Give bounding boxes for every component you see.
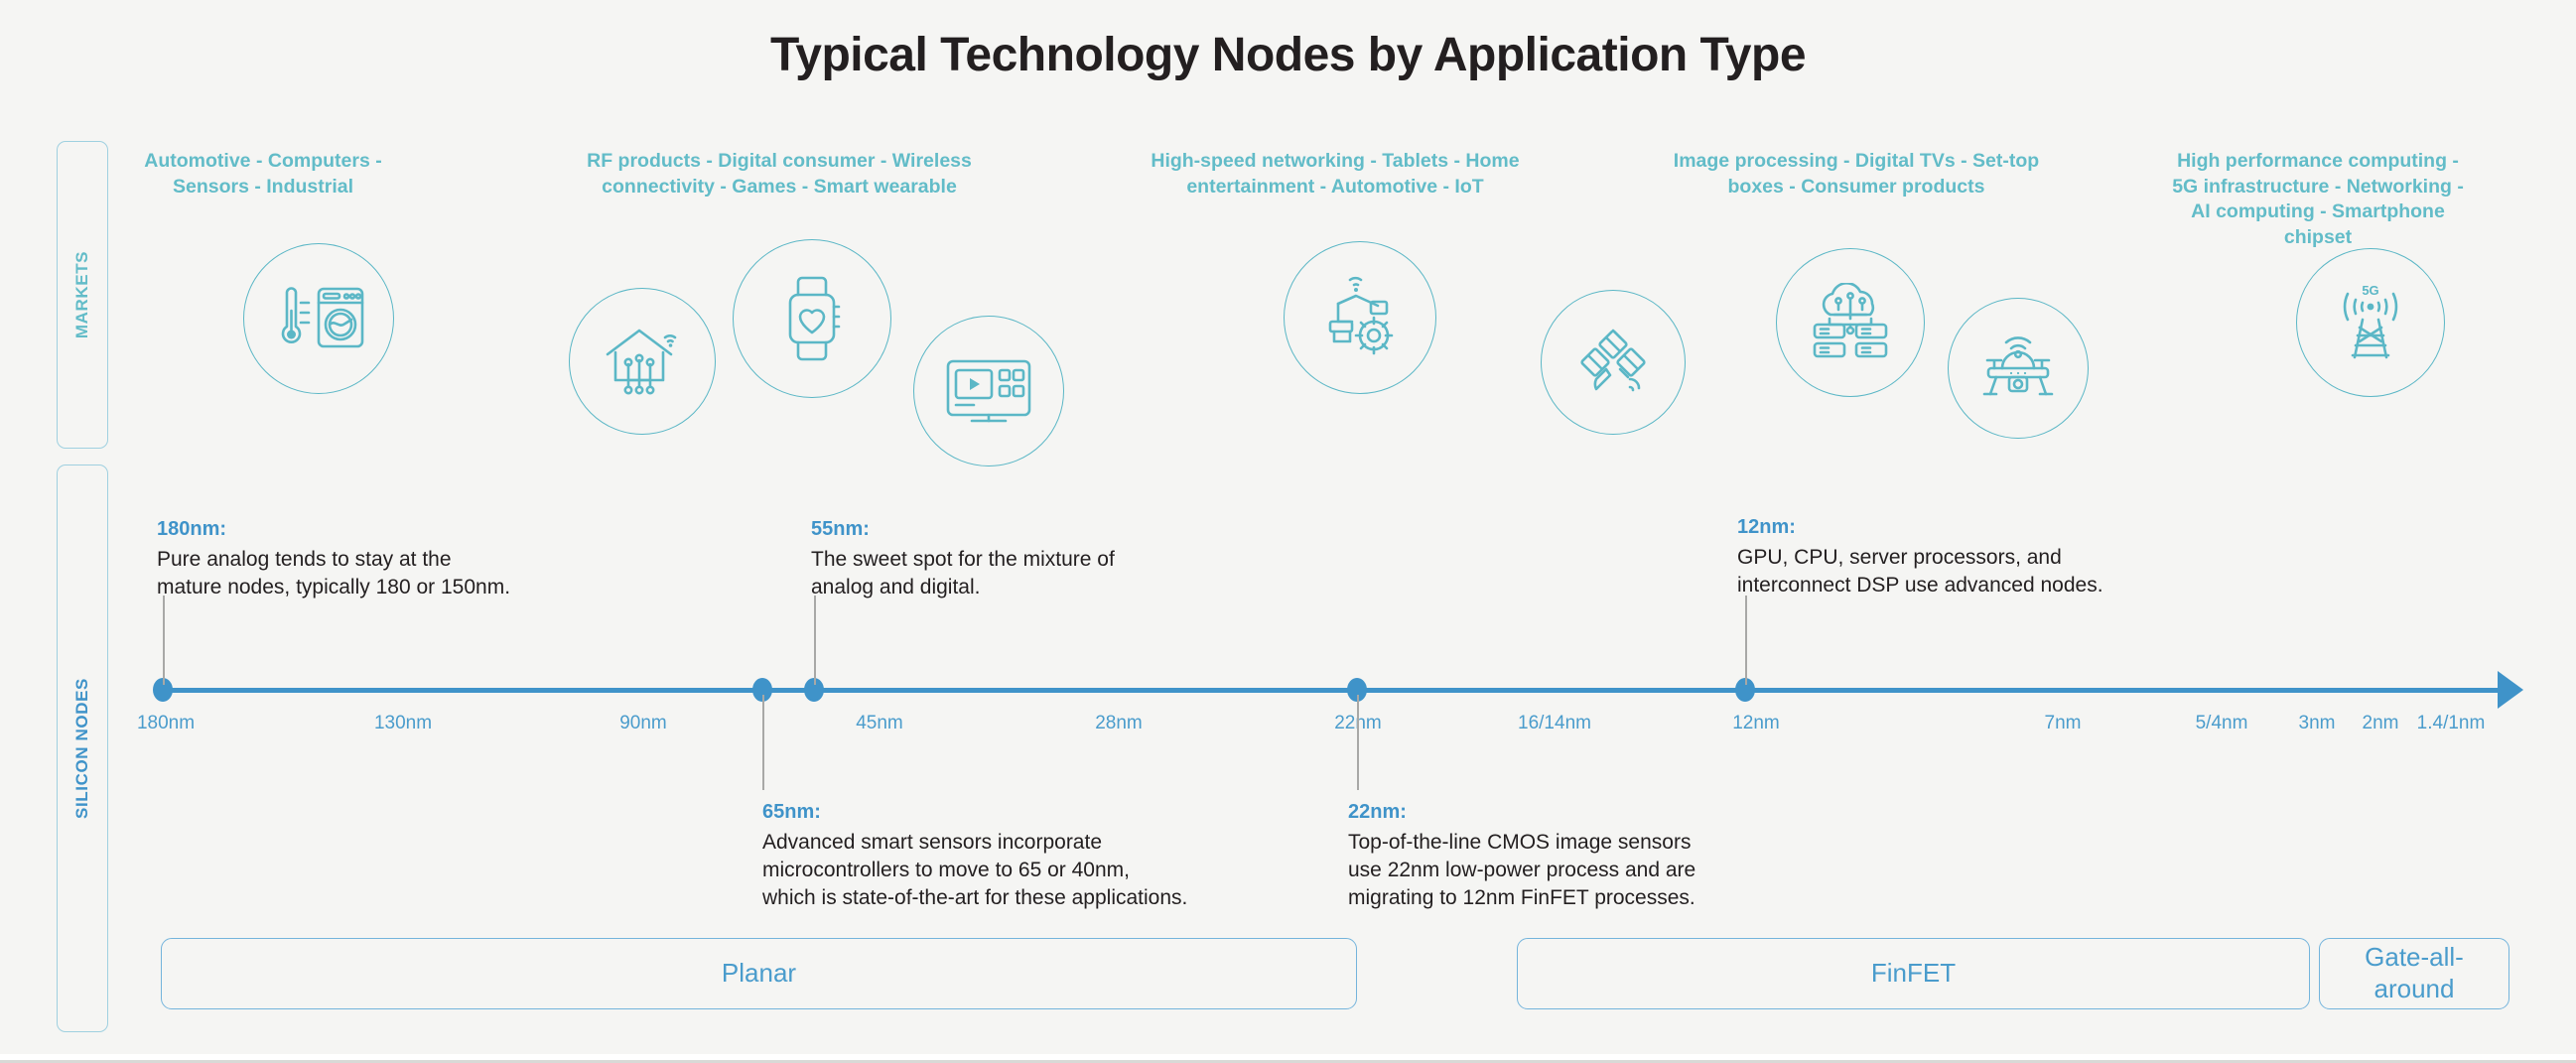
market-icon-circle-cloud-server	[1776, 248, 1925, 397]
leader-line-55nm	[814, 596, 816, 685]
rail-silicon-nodes: SILICON NODES	[57, 465, 108, 1032]
callout-65nm-line3: which is state-of-the-art for these appl…	[762, 886, 1188, 910]
callout-65nm-line1: Advanced smart sensors incorporate	[762, 830, 1102, 854]
leader-line-12nm	[1745, 596, 1747, 685]
callout-55nm-node: 55nm:	[811, 518, 870, 540]
market-label-5: High performance computing - 5G infrastr…	[2172, 150, 2464, 249]
robot-arm-icon	[1328, 276, 1394, 355]
market-icon-circle-smartwatch	[733, 239, 891, 398]
callout-12nm-line2: interconnect DSP use advanced nodes.	[1737, 573, 2103, 597]
market-icon-circle-smart-tv	[913, 316, 1064, 466]
tick-label-2nm: 2nm	[2362, 713, 2399, 733]
callout-65nm: 65nm: Advanced smart sensors incorporate…	[762, 799, 1187, 912]
tick-label-90nm: 90nm	[619, 713, 667, 733]
market-label-4: Image processing - Digital TVs - Set-top…	[1673, 150, 2040, 198]
callout-22nm: 22nm: Top-of-the-line CMOS image sensors…	[1348, 799, 1695, 912]
5g-tower-icon: 5G	[2343, 283, 2398, 359]
satellite-icon	[1580, 329, 1646, 392]
leader-line-180nm	[163, 596, 165, 685]
tick-label-28nm: 28nm	[1095, 713, 1143, 733]
callout-12nm: 12nm: GPU, CPU, server processors, and i…	[1737, 514, 2103, 599]
callout-180nm-node: 180nm:	[157, 518, 227, 540]
tick-label-1-4-1nm: 1.4/1nm	[2416, 713, 2486, 733]
thermometer-washing-machine-icon	[271, 281, 366, 356]
callout-65nm-line2: microcontrollers to move to 65 or 40nm,	[762, 858, 1130, 881]
cloud-server-icon	[1813, 283, 1888, 358]
market-icon-circle-robot-arm	[1284, 241, 1436, 394]
drone-icon	[1982, 336, 2054, 396]
page-title: Typical Technology Nodes by Application …	[769, 29, 1807, 81]
tick-label-7nm: 7nm	[2044, 713, 2082, 733]
node-dot-12nm[interactable]	[1735, 678, 1755, 702]
callout-12nm-line1: GPU, CPU, server processors, and	[1737, 545, 2062, 569]
market-icon-circle-appliances	[243, 243, 394, 394]
market-label-3: High-speed networking - Tablets - Home e…	[1151, 150, 1520, 198]
rail-markets-label: MARKETS	[72, 250, 91, 339]
callout-12nm-node: 12nm:	[1737, 516, 1796, 538]
tick-label-12nm: 12nm	[1732, 713, 1780, 733]
node-dot-22nm[interactable]	[1347, 678, 1367, 702]
market-icon-circle-smart-home	[569, 288, 716, 435]
node-dot-180nm[interactable]	[153, 678, 173, 702]
tick-label-45nm: 45nm	[856, 713, 903, 733]
tick-label-3nm: 3nm	[2298, 713, 2336, 733]
smartwatch-heart-icon	[788, 276, 841, 361]
smart-tv-icon	[946, 359, 1031, 423]
callout-22nm-line1: Top-of-the-line CMOS image sensors	[1348, 830, 1692, 854]
process-band-finfet[interactable]: FinFET	[1517, 938, 2310, 1009]
rail-silicon-nodes-label: SILICON NODES	[72, 678, 91, 819]
callout-55nm-line1: The sweet spot for the mixture of	[811, 547, 1115, 571]
process-band-gate-all-around-label: Gate-all-around	[2365, 942, 2464, 1003]
node-dot-55nm[interactable]	[804, 678, 824, 702]
callout-22nm-line3: migrating to 12nm FinFET processes.	[1348, 886, 1695, 910]
callout-22nm-node: 22nm:	[1348, 801, 1407, 823]
rail-markets: MARKETS	[57, 141, 108, 449]
market-icon-circle-drone	[1948, 298, 2089, 439]
callout-65nm-node: 65nm:	[762, 801, 821, 823]
callout-22nm-line2: use 22nm low-power process and are	[1348, 858, 1696, 881]
callout-55nm-line2: analog and digital.	[811, 575, 981, 598]
timeline-axis	[159, 688, 2511, 693]
process-band-gate-all-around[interactable]: Gate-all-around	[2319, 938, 2509, 1009]
market-label-1: Automotive - Computers - Sensors - Indus…	[144, 150, 382, 198]
tick-label-16-14nm: 16/14nm	[1518, 713, 1591, 733]
svg-text:5G: 5G	[2362, 283, 2378, 298]
tick-label-180nm: 180nm	[136, 713, 196, 733]
smart-home-icon	[602, 321, 683, 402]
callout-55nm: 55nm: The sweet spot for the mixture of …	[811, 516, 1115, 601]
market-icon-circle-satellite	[1541, 290, 1686, 435]
market-icon-circle-5g-tower: 5G	[2296, 248, 2445, 397]
callout-180nm-line1: Pure analog tends to stay at the	[157, 547, 452, 571]
tick-label-130nm: 130nm	[373, 713, 433, 733]
market-label-2: RF products - Digital consumer - Wireles…	[587, 150, 972, 198]
callout-180nm: 180nm: Pure analog tends to stay at the …	[157, 516, 510, 601]
callout-180nm-line2: mature nodes, typically 180 or 150nm.	[157, 575, 511, 598]
process-band-planar[interactable]: Planar	[161, 938, 1357, 1009]
leader-line-22nm	[1357, 695, 1359, 790]
timeline-arrowhead	[2498, 671, 2523, 709]
node-dot-65nm[interactable]	[752, 678, 772, 702]
tick-label-5-4nm: 5/4nm	[2195, 713, 2248, 733]
leader-line-65nm	[762, 695, 764, 790]
